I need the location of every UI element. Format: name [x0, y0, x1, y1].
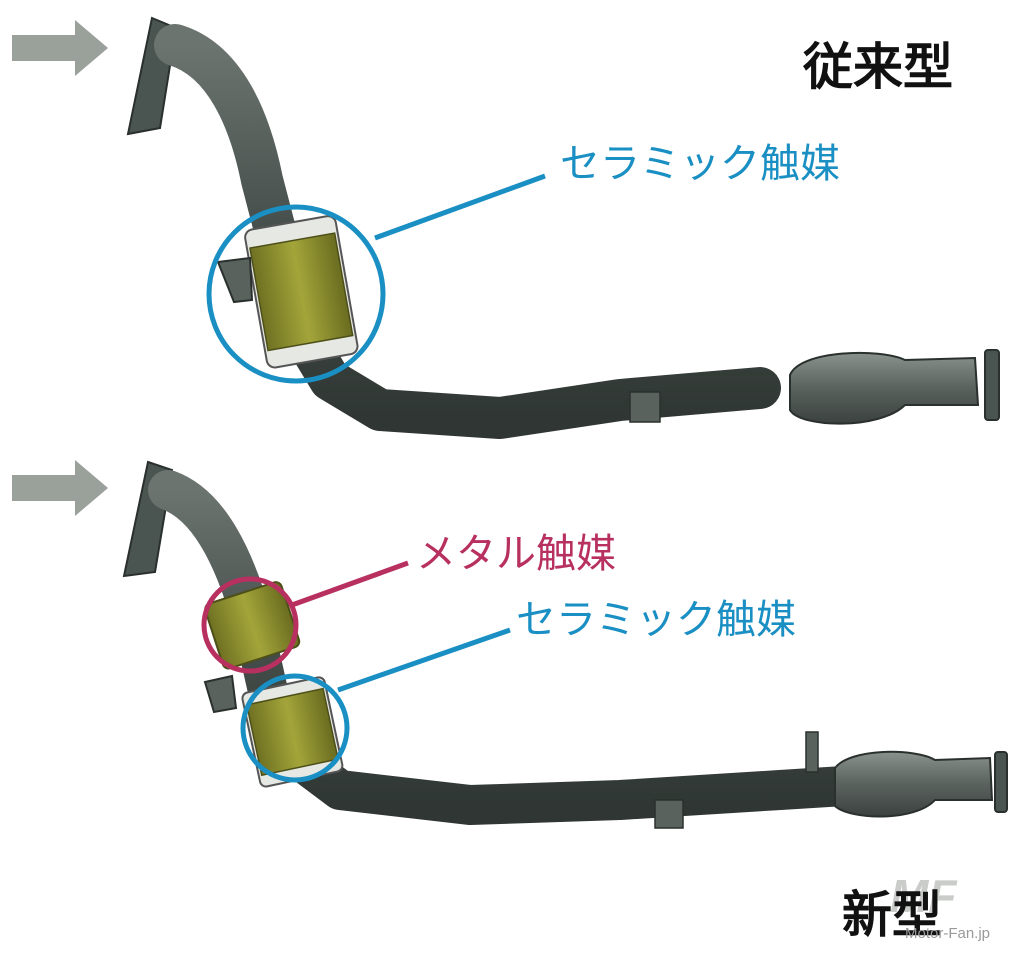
ceramic-callout-line — [337, 627, 511, 693]
new-exhaust-pipe — [122, 460, 1008, 829]
ceramic-callout-line — [374, 173, 546, 241]
watermark-site: Motor-Fan.jp — [905, 925, 991, 942]
ceramic-catalyst-label: セラミック触媒 — [516, 597, 796, 643]
new-type-label: 新型 — [842, 886, 942, 944]
old-type-label: 従来型 — [803, 38, 953, 96]
metal-callout-circle — [201, 576, 299, 674]
old-exhaust-pipe — [126, 16, 1000, 439]
flow-arrow-icon — [12, 460, 108, 516]
ceramic-catalyst-label: セラミック触媒 — [560, 141, 840, 187]
ceramic-callout-circle — [206, 204, 386, 384]
flow-arrow-icon — [12, 20, 108, 76]
metal-catalyst-label: メタル触媒 — [416, 531, 616, 577]
ceramic-callout-circle — [240, 673, 350, 783]
watermark-logo: MF — [890, 870, 958, 922]
metal-callout-line — [291, 560, 409, 608]
